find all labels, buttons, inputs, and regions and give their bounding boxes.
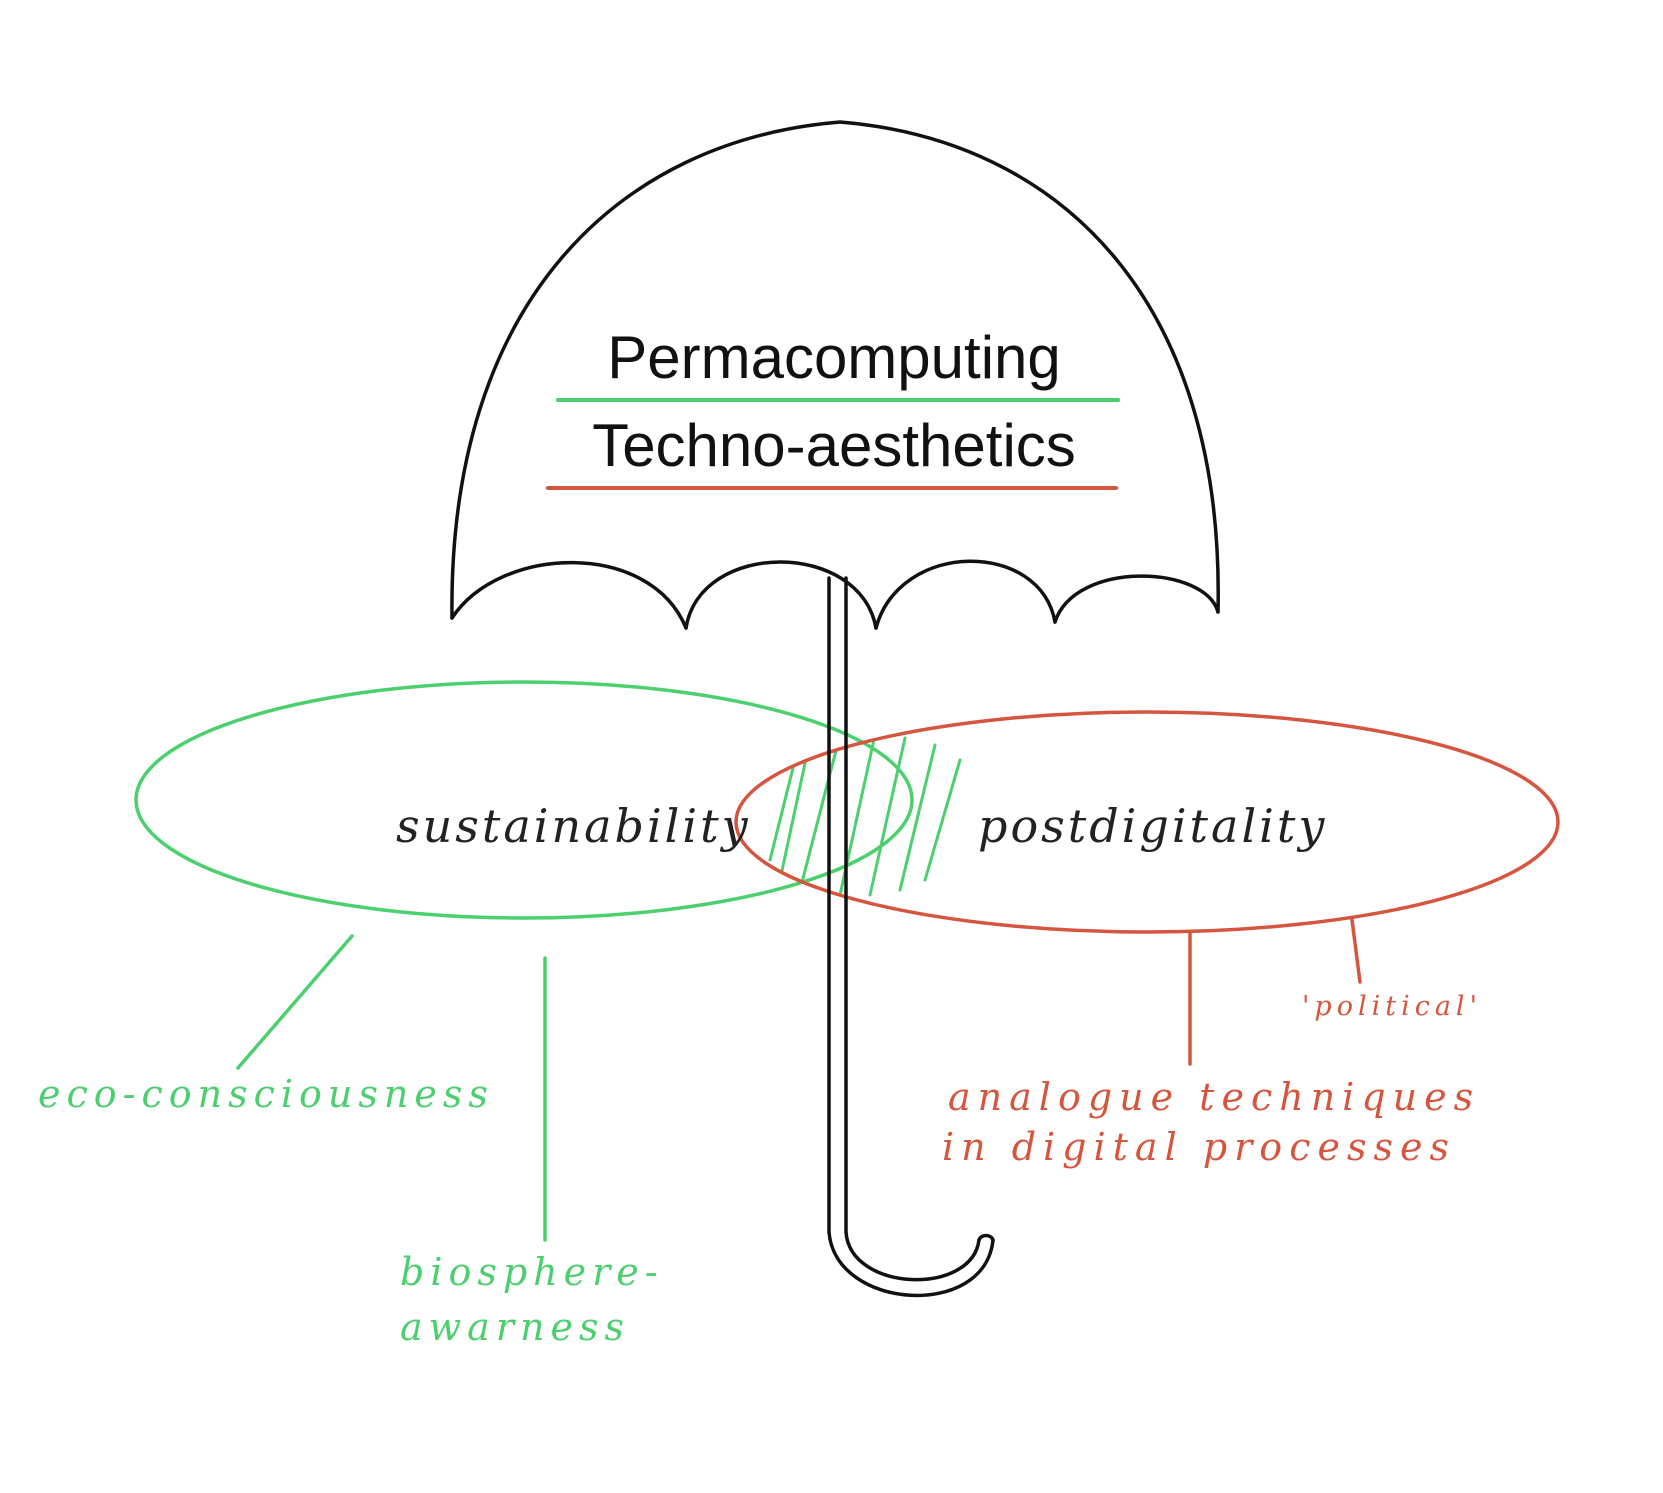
canopy-scallop-3 [874, 559, 1057, 630]
analogue-label-line1: analogue techniques [948, 1075, 1480, 1119]
title-permacomputing: Permacomputing [607, 324, 1061, 391]
handle-tip [977, 1233, 995, 1242]
canopy-dome [450, 120, 1220, 620]
umbrella-shaft [827, 576, 995, 1298]
biosphere-label-line2: awarness [400, 1305, 630, 1349]
postdigitality-circle [734, 710, 1560, 934]
shaft-left-line [827, 576, 995, 1298]
umbrella-canopy [450, 120, 1220, 630]
postdigitality-label: postdigitality [978, 799, 1327, 853]
overlap-hatching [768, 733, 962, 897]
canopy-scallop-4 [1053, 574, 1220, 624]
shaft-right-line [844, 576, 981, 1282]
sustainability-circle [134, 680, 914, 920]
eco-consciousness-label: eco-consciousness [38, 1072, 494, 1116]
canopy-scallop-1 [450, 560, 688, 630]
canopy-scallop-2 [684, 560, 878, 630]
political-connector [1350, 918, 1362, 984]
biosphere-label-line1: biosphere- [400, 1250, 664, 1294]
eco-connector [236, 934, 354, 1070]
sustainability-label: sustainability [396, 799, 751, 853]
analogue-label-line2: in digital processes [942, 1125, 1456, 1169]
title-techno-aesthetics: Techno-aesthetics [592, 412, 1076, 479]
political-label: 'political' [1302, 991, 1482, 1022]
